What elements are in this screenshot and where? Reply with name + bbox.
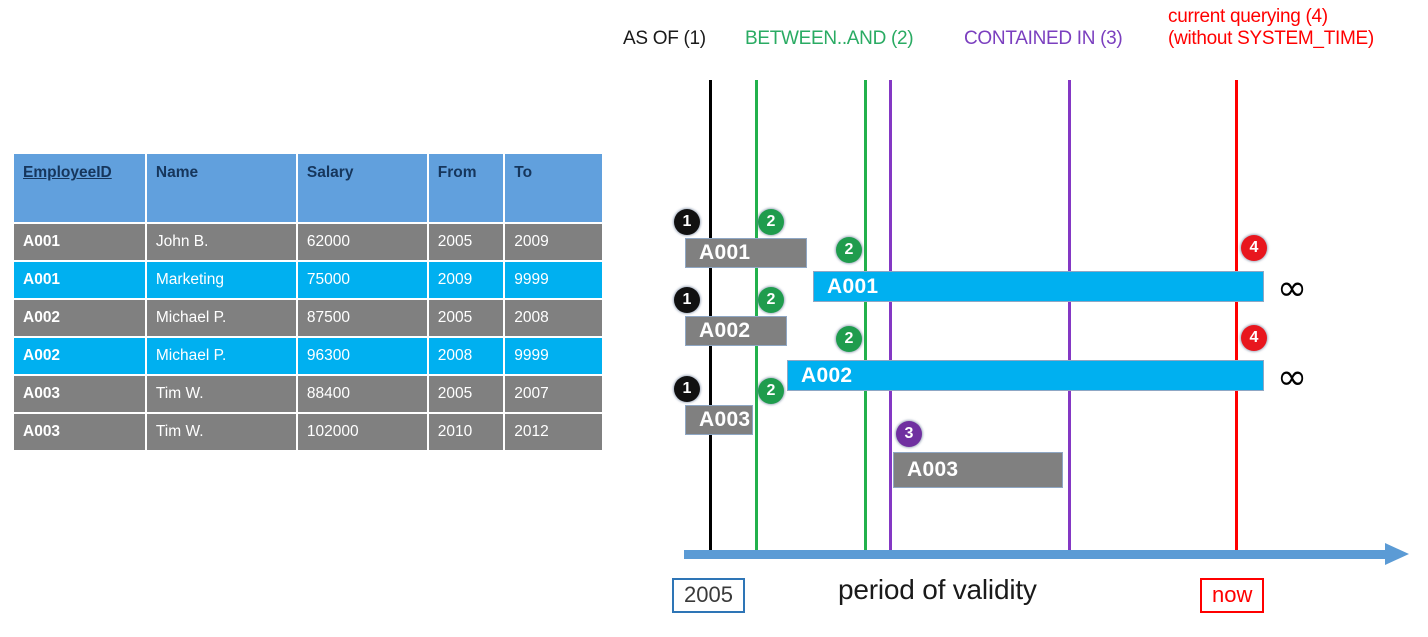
cell-salary: 87500 xyxy=(297,300,427,336)
badge-between-a001-gray: 2 xyxy=(758,209,784,235)
infinity-icon-a001: ∞ xyxy=(1277,268,1307,309)
cell-employeeid: A001 xyxy=(14,224,145,260)
column-header-name: Name xyxy=(146,154,296,222)
cell-to: 2007 xyxy=(505,376,602,412)
badge-as-of-a003: 1 xyxy=(674,376,700,402)
table-row: A002 Michael P. 96300 2008 9999 xyxy=(14,338,602,374)
cell-from: 2008 xyxy=(428,338,504,374)
cell-to: 2009 xyxy=(505,224,602,260)
cell-from: 2005 xyxy=(428,224,504,260)
cell-name: Tim W. xyxy=(146,414,296,450)
column-header-name-label: Name xyxy=(155,164,199,181)
cell-name: Michael P. xyxy=(146,300,296,336)
cell-name: John B. xyxy=(146,224,296,260)
cell-name: Marketing xyxy=(146,262,296,298)
badge-between-a001-current: 2 xyxy=(836,237,862,263)
vline-now xyxy=(1235,80,1238,558)
column-header-salary-label: Salary xyxy=(306,164,354,181)
table-header-row: EmployeeID Name Salary From To xyxy=(14,154,602,222)
cell-to: 9999 xyxy=(505,262,602,298)
cell-from: 2005 xyxy=(428,300,504,336)
cell-to: 2012 xyxy=(505,414,602,450)
bar-a001-historic: A001 xyxy=(685,238,807,268)
badge-as-of-a002: 1 xyxy=(674,287,700,313)
column-header-to: To xyxy=(505,154,602,222)
badge-between-a002-gray: 2 xyxy=(758,287,784,313)
table-row: A001 Marketing 75000 2009 9999 xyxy=(14,262,602,298)
cell-name: Michael P. xyxy=(146,338,296,374)
column-header-employeeid: EmployeeID xyxy=(14,154,145,222)
column-header-from: From xyxy=(428,154,504,222)
legend-between-and: BETWEEN..AND (2) xyxy=(745,28,914,49)
table-row: A003 Tim W. 88400 2005 2007 xyxy=(14,376,602,412)
legend-current-querying: current querying (4) (without SYSTEM_TIM… xyxy=(1168,6,1374,51)
table-row: A003 Tim W. 102000 2010 2012 xyxy=(14,414,602,450)
bar-a003-historic-1: A003 xyxy=(685,405,753,435)
bar-a002-historic: A002 xyxy=(685,316,787,346)
badge-as-of-a001: 1 xyxy=(674,209,700,235)
cell-salary: 62000 xyxy=(297,224,427,260)
bar-a001-current: A001 xyxy=(813,271,1264,302)
table-row: A001 John B. 62000 2005 2009 xyxy=(14,224,602,260)
cell-employeeid: A002 xyxy=(14,338,145,374)
legend-contained-in: CONTAINED IN (3) xyxy=(964,28,1123,49)
cell-from: 2009 xyxy=(428,262,504,298)
column-header-to-label: To xyxy=(514,164,533,181)
cell-salary: 88400 xyxy=(297,376,427,412)
column-header-from-label: From xyxy=(437,164,477,181)
infinity-icon-a002: ∞ xyxy=(1277,357,1307,398)
column-header-employeeid-label: EmployeeID xyxy=(23,164,112,181)
bar-a003-historic-2: A003 xyxy=(893,452,1063,488)
cell-name: Tim W. xyxy=(146,376,296,412)
column-header-salary: Salary xyxy=(297,154,427,222)
cell-salary: 96300 xyxy=(297,338,427,374)
axis-label-now: now xyxy=(1200,578,1265,614)
cell-from: 2010 xyxy=(428,414,504,450)
cell-employeeid: A002 xyxy=(14,300,145,336)
cell-to: 2008 xyxy=(505,300,602,336)
axis-label-2005: 2005 xyxy=(672,578,745,614)
axis-caption: period of validity xyxy=(838,574,1037,605)
timeline-arrow-icon xyxy=(1385,543,1409,565)
legend-current-line1: current querying (4) xyxy=(1168,6,1328,27)
cell-salary: 102000 xyxy=(297,414,427,450)
vline-contained-start xyxy=(889,80,892,558)
cell-employeeid: A001 xyxy=(14,262,145,298)
badge-current-a002: 4 xyxy=(1241,325,1267,351)
cell-to: 9999 xyxy=(505,338,602,374)
bar-a002-current: A002 xyxy=(787,360,1264,391)
badge-between-a003-gray: 2 xyxy=(758,378,784,404)
badge-contained-a003: 3 xyxy=(896,421,922,447)
badge-between-a002-current: 2 xyxy=(836,326,862,352)
vline-between-end xyxy=(864,80,867,558)
cell-salary: 75000 xyxy=(297,262,427,298)
legend-current-line2: (without SYSTEM_TIME) xyxy=(1168,28,1374,50)
cell-from: 2005 xyxy=(428,376,504,412)
vline-contained-end xyxy=(1068,80,1071,558)
employee-history-table: EmployeeID Name Salary From To A001 John… xyxy=(12,152,604,452)
badge-current-a001: 4 xyxy=(1241,235,1267,261)
legend-as-of: AS OF (1) xyxy=(623,28,706,49)
cell-employeeid: A003 xyxy=(14,414,145,450)
timeline-axis xyxy=(684,550,1394,559)
cell-employeeid: A003 xyxy=(14,376,145,412)
table-row: A002 Michael P. 87500 2005 2008 xyxy=(14,300,602,336)
